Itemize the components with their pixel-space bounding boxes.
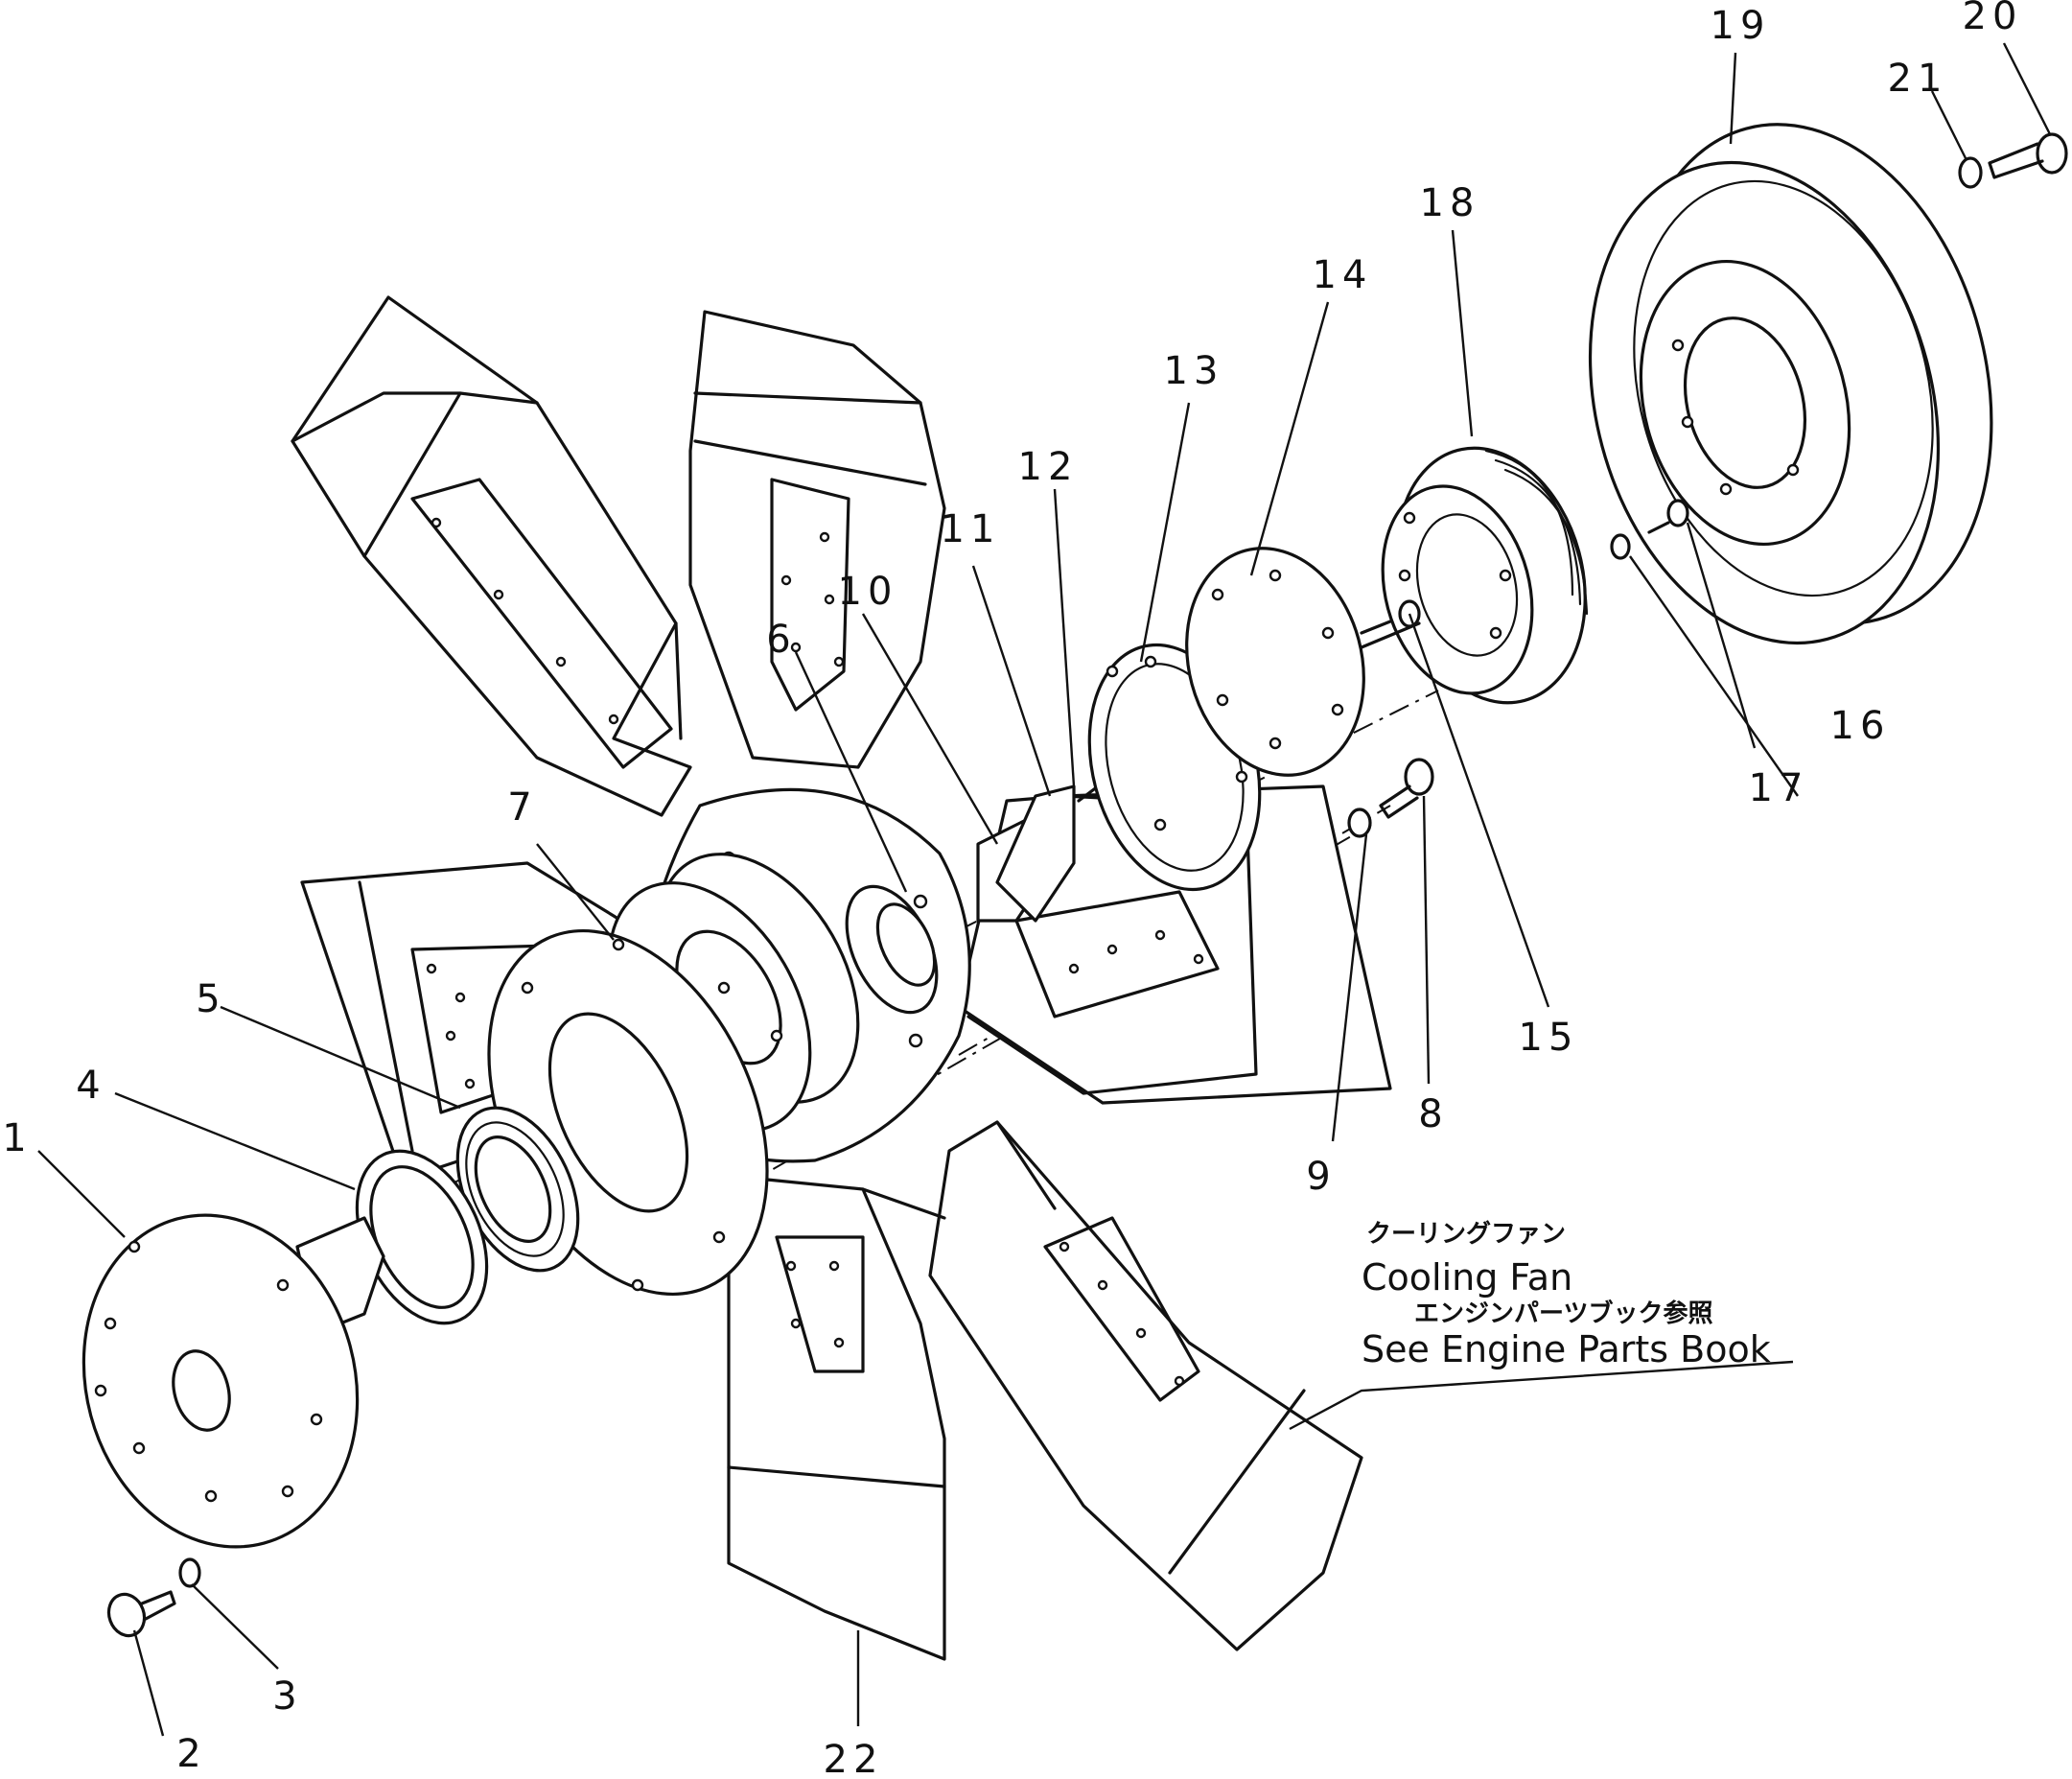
callout-14: 14 [1313, 253, 1373, 297]
callout-2: 2 [176, 1732, 206, 1776]
bolt-20 [1988, 132, 2068, 179]
fan-blade-bottom-right [928, 1120, 1363, 1651]
washer-21 [1958, 156, 1983, 189]
callout-12: 12 [1018, 445, 1079, 489]
callout-13: 13 [1164, 349, 1224, 393]
bracket-11 [995, 784, 1076, 923]
callout-8: 8 [1418, 1092, 1448, 1136]
callout-17: 17 [1749, 766, 1809, 810]
nut-6 [845, 884, 939, 1015]
washer-9 [1347, 808, 1372, 838]
callout-5: 5 [196, 977, 225, 1021]
bolt-2 [106, 1590, 176, 1638]
callout-1: 1 [2, 1116, 32, 1160]
callout-22: 22 [824, 1738, 884, 1779]
callout-10: 10 [838, 570, 898, 614]
callout-16: 16 [1830, 704, 1891, 748]
callout-labels: 1 2 3 4 5 6 7 8 9 10 11 12 13 14 15 16 1… [2, 0, 2023, 1779]
callout-20: 20 [1963, 0, 2023, 38]
callout-15: 15 [1519, 1016, 1579, 1060]
callout-19: 19 [1711, 4, 1771, 48]
bearing [455, 1106, 580, 1273]
pulley-18 [1381, 446, 1589, 705]
note-jp-ref: エンジンパーツブック参照 [1414, 1299, 1712, 1328]
fan-blade-upper-left [291, 295, 692, 817]
callout-11: 11 [941, 507, 1001, 551]
note-en-ref: See Engine Parts Book [1362, 1328, 1771, 1370]
callout-3: 3 [272, 1674, 302, 1719]
fan-blade-bottom [727, 1178, 946, 1661]
fan-blade-top [688, 310, 946, 769]
leader-lines [37, 42, 2052, 1737]
bolt-16 [1647, 499, 1689, 534]
callout-4: 4 [76, 1064, 105, 1108]
bolt-8 [1379, 758, 1434, 819]
callout-21: 21 [1888, 57, 1948, 101]
flange-plate-14 [1185, 547, 1411, 777]
callout-9: 9 [1306, 1155, 1336, 1199]
washer-17 [1610, 533, 1631, 560]
snap-ring [355, 1149, 489, 1325]
callout-6: 6 [766, 618, 796, 662]
front-hub-flange [81, 1213, 385, 1549]
note-jp-title: クーリングファン [1366, 1220, 1566, 1249]
washer-3 [178, 1557, 201, 1588]
note-en-title: Cooling Fan [1362, 1256, 1572, 1299]
reference-note: クーリングファン Cooling Fan エンジンパーツブック参照 See En… [1362, 1220, 1771, 1370]
callout-7: 7 [507, 785, 537, 830]
callout-18: 18 [1420, 181, 1480, 225]
